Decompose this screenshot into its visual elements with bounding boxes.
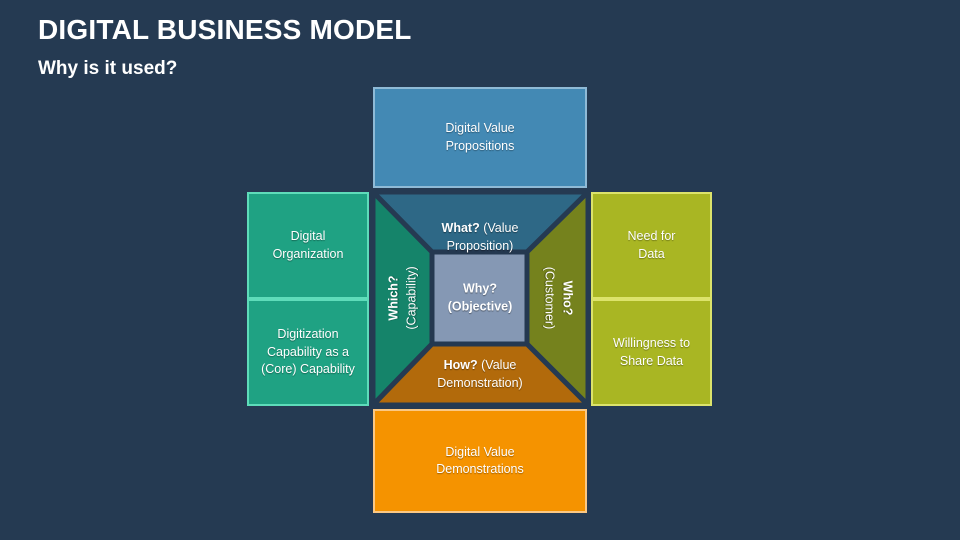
- label-what-rest: (Value Proposition): [446, 221, 519, 253]
- box-digitization-capability: Digitization Capability as a (Core) Capa…: [247, 299, 369, 406]
- box-digital-value-demonstrations: Digital Value Demonstrations: [373, 409, 587, 513]
- box-willingness-share-data: Willingness to Share Data: [591, 299, 712, 406]
- box-label: Digital Value Demonstrations: [436, 444, 524, 477]
- center-matrix-diagram: What? (Value Proposition) Which? (Capabi…: [373, 192, 588, 405]
- slide-subtitle: Why is it used?: [38, 58, 178, 79]
- label-which-rest: (Capability): [404, 266, 418, 330]
- label-how: How? (Value Demonstration): [410, 357, 550, 392]
- label-who-q: Who?: [560, 280, 575, 316]
- box-label: Need for Data: [627, 229, 676, 261]
- label-what: What? (Value Proposition): [415, 220, 545, 255]
- box-digital-value-propositions: Digital Value Propositions: [373, 87, 587, 188]
- matrix-shapes: [373, 192, 588, 405]
- box-label: Digitization Capability as a (Core) Capa…: [261, 327, 355, 377]
- label-who-rest: (Customer): [543, 266, 557, 330]
- label-who: Who? (Customer): [541, 248, 576, 348]
- label-which-q: Which?: [386, 275, 401, 321]
- label-why-q: Why?: [462, 281, 498, 296]
- label-which: Which? (Capability): [386, 243, 421, 353]
- center-square-why: [429, 249, 530, 347]
- box-need-for-data: Need for Data: [591, 192, 712, 299]
- label-how-q: How?: [443, 358, 478, 372]
- box-digital-organization: Digital Organization: [247, 192, 369, 299]
- label-what-q: What?: [441, 221, 480, 235]
- box-label: Willingness to Share Data: [612, 336, 691, 368]
- box-label: Digital Organization: [272, 229, 344, 261]
- slide-title: DIGITAL BUSINESS MODEL: [38, 14, 412, 45]
- label-how-rest: (Value Demonstration): [437, 358, 523, 390]
- label-why-rest: (Objective): [447, 299, 513, 313]
- label-why: Why? (Objective): [435, 281, 525, 316]
- box-label: Digital Value Propositions: [445, 121, 515, 153]
